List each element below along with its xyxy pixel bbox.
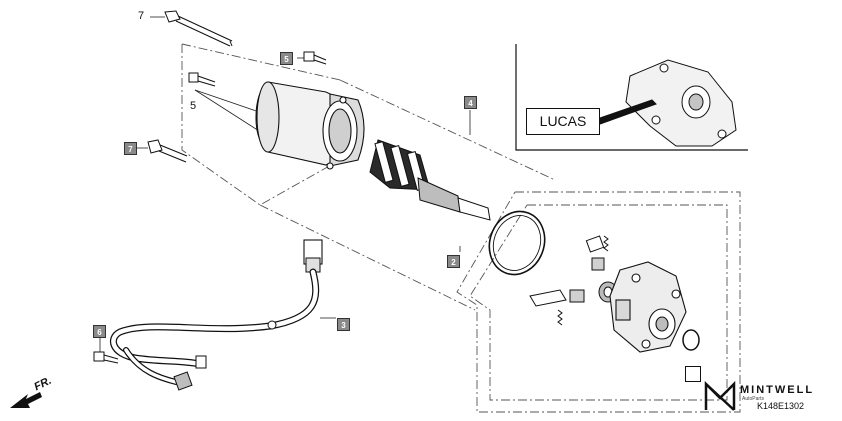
callout-cable-bolt: 6: [93, 325, 106, 338]
motor-housing: [255, 81, 365, 170]
inset-lucas-label: LUCAS: [526, 108, 600, 135]
end-cover-outline: [456, 191, 741, 413]
callout-long-bolt-left: 7: [124, 142, 137, 155]
front-direction-arrow: [10, 392, 42, 408]
callout-cable: 3: [337, 318, 350, 331]
small-o-ring: [682, 329, 700, 351]
callout-motor-assembly: 4: [464, 96, 477, 109]
short-bolt-left: [188, 72, 216, 87]
inset-motor-view: [599, 59, 737, 147]
diagram-code: K148E1302: [757, 401, 805, 411]
o-ring: [488, 210, 546, 276]
watermark-sub: AutoParts: [742, 396, 764, 402]
callout-o-ring: 2: [447, 255, 460, 268]
watermark-brand: MINTWELL: [740, 384, 815, 396]
cable-bolt: [93, 351, 119, 364]
end-cover: [609, 261, 687, 353]
callout-long-bolt-top: 7: [138, 10, 145, 22]
motor-assembly-outline: [181, 43, 556, 311]
callout-empty-box: [685, 366, 701, 382]
brush-springs: [529, 235, 609, 326]
short-bolt-top: [303, 51, 327, 65]
starter-cable: [109, 239, 323, 391]
callout-short-bolt-top: 5: [280, 52, 293, 65]
mintwell-logo-icon: [704, 380, 736, 411]
long-bolt-left: [147, 139, 188, 163]
leader-lines: [99, 16, 653, 352]
armature: [369, 139, 491, 221]
inset-frame: [515, 44, 748, 151]
long-bolt-top: [164, 10, 233, 47]
callout-short-bolt-left: 5: [190, 100, 197, 112]
